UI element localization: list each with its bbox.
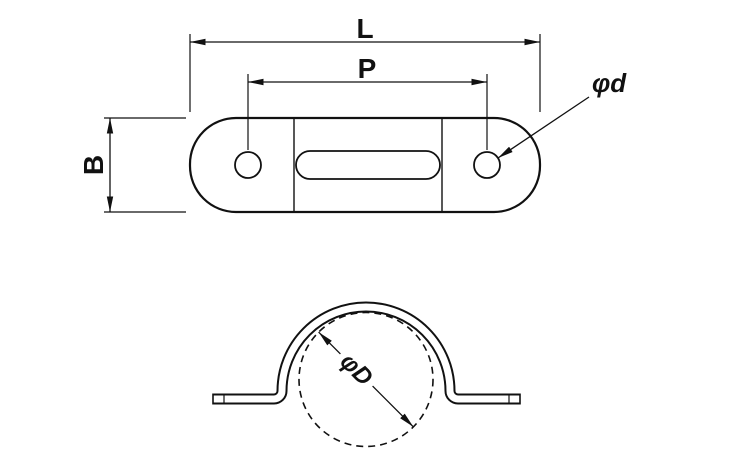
dim-B-label: B — [78, 155, 109, 175]
saddle-band-outline — [213, 301, 520, 405]
plate-outline — [188, 116, 542, 214]
pipe-diameter-label: φD — [335, 348, 378, 391]
dim-pipe-diameter-segment-lower — [372, 385, 414, 428]
dim-L-label: L — [356, 13, 373, 44]
top-view — [188, 116, 542, 214]
top-view-dimensions — [104, 34, 590, 213]
hole-diameter-label: φd — [592, 68, 627, 98]
mounting-hole-right — [473, 151, 501, 179]
mounting-hole-left — [234, 151, 262, 179]
dim-pipe-diameter-segment-upper — [318, 331, 341, 355]
saddle-band-face — [213, 303, 520, 403]
center-slot — [295, 150, 441, 180]
front-view — [212, 301, 521, 448]
leader-hole-diameter — [497, 96, 590, 159]
drawing-labels: L P B φd φD — [78, 13, 627, 391]
dim-P-label: P — [358, 53, 377, 84]
